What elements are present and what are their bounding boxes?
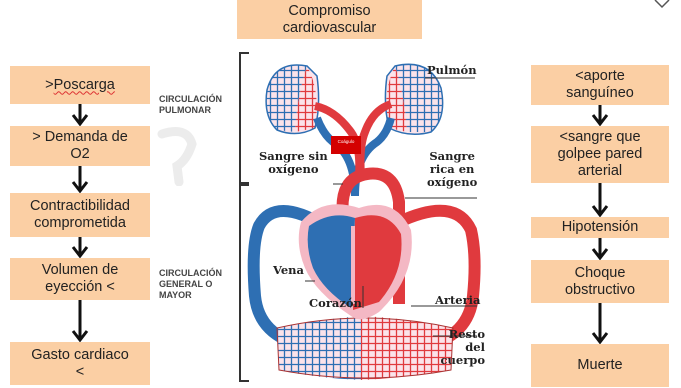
right-box-hipotension: Hipotensión [531,217,669,238]
right-box-choque-line1: Choque [575,265,626,282]
down-arrow-icon [70,166,90,193]
left-lung [266,65,318,134]
right-box-sangre-line2: golpee pared [558,146,643,163]
circulation-diagram: CIRCULACIÓN PULMONAR CIRCULACIÓN GENERAL… [155,46,488,386]
title-box: Compromiso cardiovascular [237,0,422,39]
right-box-sangre-line1: <sangre que [559,129,640,146]
right-box-hipotension-line1: Hipotensión [562,219,639,236]
left-box-contractibilidad: Contractibilidad comprometida [10,193,150,237]
resto-line2: del cuerpo [417,341,485,367]
left-box-volumen-line2: eyección < [45,279,115,296]
left-box-demanda: > Demanda de O2 [10,126,150,166]
pulmon-label: Pulmón [427,64,477,77]
down-arrow-icon [70,300,90,342]
left-box-volumen: Volumen de eyección < [10,258,150,300]
right-box-sangre: <sangre que golpee pared arterial [531,126,669,183]
sangre-rica-label: Sangre rica en oxígeno [427,150,477,189]
clot-label: Coágulo [331,139,361,144]
sangre-sin-label: Sangre sin oxígeno [259,150,328,176]
left-box-contractibilidad-line1: Contractibilidad [30,198,130,215]
right-box-aporte: <aporte sanguíneo [531,65,669,105]
right-box-aporte-line1: <aporte [575,68,625,85]
corazon-label: Corazón [309,297,362,310]
down-arrow-icon [70,237,90,258]
left-box-poscarga: >Poscarga [10,66,150,104]
right-box-choque: Choque obstructivo [531,260,669,303]
down-arrow-icon [590,183,610,217]
chevron-down-icon[interactable] [652,0,672,10]
right-box-muerte-line1: Muerte [577,357,622,374]
down-arrow-icon [70,104,90,126]
vena-label: Vena [273,264,304,277]
title-line2: cardiovascular [283,20,377,37]
down-arrow-icon [590,105,610,126]
right-box-sangre-line3: arterial [578,163,622,180]
sangre-sin-line2: oxígeno [259,163,328,176]
arteria-label: Arteria [435,294,481,307]
left-box-poscarga-prefix: > [45,77,53,94]
left-box-gasto: Gasto cardiaco < [10,342,150,385]
left-box-poscarga-word: Poscarga [54,77,115,94]
left-box-gasto-line2: < [76,364,84,381]
right-box-muerte: Muerte [531,344,669,387]
left-box-demanda-line2: O2 [70,146,89,163]
left-box-volumen-line1: Volumen de [42,262,119,279]
resto-label: Resto del cuerpo [417,328,485,367]
right-box-choque-line2: obstructivo [565,282,635,299]
left-box-gasto-line1: Gasto cardiaco [31,347,129,364]
down-arrow-icon [590,238,610,260]
down-arrow-icon [590,303,610,344]
sangre-rica-line3: oxígeno [427,176,477,189]
left-box-contractibilidad-line2: comprometida [34,215,126,232]
left-box-demanda-line1: > Demanda de [32,129,128,146]
right-box-aporte-line2: sanguíneo [566,85,634,102]
title-line1: Compromiso [288,3,370,20]
